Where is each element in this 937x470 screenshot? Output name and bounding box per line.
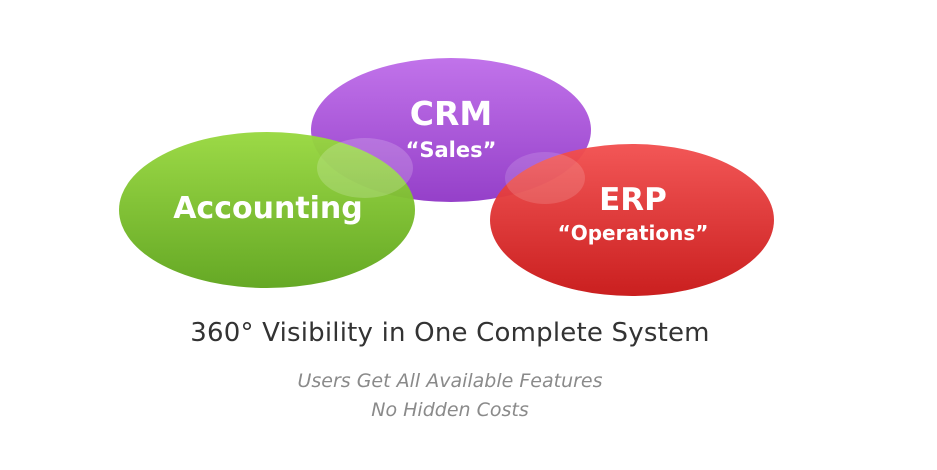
caption-headline: 360° Visibility in One Complete System [190,318,710,348]
crm-subtitle: “Sales” [406,138,497,162]
overlap-highlight-right [505,152,585,204]
erp-title: ERP [599,182,667,218]
accounting-title: Accounting [173,191,363,226]
caption-line-2: No Hidden Costs [371,399,529,421]
crm-title: CRM [410,94,492,133]
caption-line-1: Users Get All Available Features [297,370,603,392]
erp-subtitle: “Operations” [558,221,709,245]
overlap-highlight-left [317,138,413,198]
accounting-ellipse [119,132,415,288]
erp-ellipse [490,144,774,296]
